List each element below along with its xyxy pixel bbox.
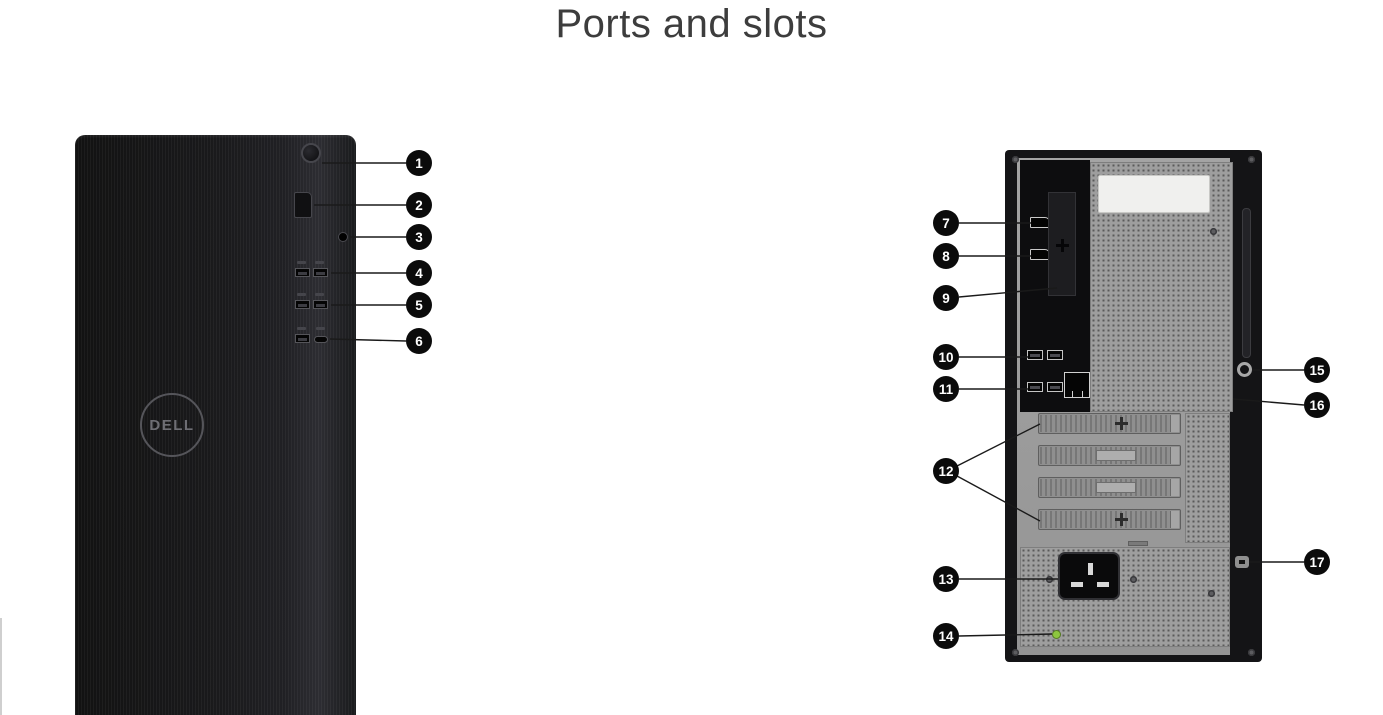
callout-4: 4 <box>406 260 432 286</box>
screw <box>1046 576 1053 583</box>
power-prong <box>1071 582 1083 587</box>
callout-15: 15 <box>1304 357 1330 383</box>
rear-usb-port-2 <box>1047 350 1063 360</box>
power-button <box>301 143 321 163</box>
slot-latch-detail <box>1128 541 1148 546</box>
dell-logo-text: DELL <box>149 416 195 434</box>
optional-port-fill-plate <box>1048 192 1076 296</box>
security-cable-slot <box>1235 556 1249 568</box>
front-usb-type-c-port <box>314 336 328 343</box>
regulatory-label <box>1098 175 1210 213</box>
front-usb-port-1 <box>295 268 310 277</box>
slot-bracket <box>1170 479 1179 496</box>
screw <box>1210 228 1217 235</box>
slot-bracket <box>1170 511 1179 528</box>
screw <box>1248 156 1255 163</box>
screw <box>1208 590 1215 597</box>
power-prong <box>1097 582 1109 587</box>
callout-12: 12 <box>933 458 959 484</box>
rear-usb-port-4 <box>1047 382 1063 392</box>
plus-cutout-icon <box>1115 417 1128 430</box>
front-tower-view: DELL <box>75 135 356 715</box>
callout-13: 13 <box>933 566 959 592</box>
slot-handle <box>1096 450 1136 461</box>
slot-handle <box>1096 482 1136 493</box>
front-usb-port-5 <box>295 334 310 343</box>
slot-bracket <box>1170 447 1179 464</box>
usb-logo-mark <box>315 261 324 264</box>
callout-17: 17 <box>1304 549 1330 575</box>
rear-io-panel <box>1020 160 1090 412</box>
screw <box>1248 649 1255 656</box>
displayport-2 <box>1030 249 1050 260</box>
slot-bracket <box>1170 415 1179 432</box>
callout-6: 6 <box>406 328 432 354</box>
front-usb-port-4 <box>313 300 328 309</box>
power-supply-diagnostic-led <box>1052 630 1061 639</box>
side-vent-grille <box>1185 413 1230 543</box>
usb-logo-mark <box>297 293 306 296</box>
dell-logo: DELL <box>140 393 204 457</box>
callout-7: 7 <box>933 210 959 236</box>
callout-2: 2 <box>406 192 432 218</box>
rear-usb-port-1 <box>1027 350 1043 360</box>
front-usb-port-2 <box>313 268 328 277</box>
screw <box>1012 156 1019 163</box>
cover-release-latch <box>1242 208 1251 358</box>
displayport-1 <box>1030 217 1050 228</box>
usb-logo-mark <box>297 261 306 264</box>
page-title: Ports and slots <box>555 2 828 46</box>
plus-cutout-icon <box>1115 513 1128 526</box>
back-tower-view <box>1005 150 1262 662</box>
screw <box>1130 576 1137 583</box>
callout-10: 10 <box>933 344 959 370</box>
usb-logo-mark <box>315 293 324 296</box>
expansion-slot-3 <box>1038 477 1181 498</box>
callout-14: 14 <box>933 623 959 649</box>
callout-11: 11 <box>933 376 959 402</box>
callout-9: 9 <box>933 285 959 311</box>
usb-logo-mark <box>316 327 325 330</box>
callout-16: 16 <box>1304 392 1330 418</box>
screw <box>1012 649 1019 656</box>
expansion-slot-2 <box>1038 445 1181 466</box>
padlock-ring <box>1237 362 1252 377</box>
headset-jack <box>338 232 348 242</box>
sd-card-reader-slot <box>294 192 312 218</box>
callout-1: 1 <box>406 150 432 176</box>
callout-8: 8 <box>933 243 959 269</box>
callout-5: 5 <box>406 292 432 318</box>
plus-cutout-icon <box>1056 239 1069 252</box>
front-usb-port-3 <box>295 300 310 309</box>
expansion-slot-4 <box>1038 509 1181 530</box>
rear-usb-port-3 <box>1027 382 1043 392</box>
power-prong <box>1088 563 1093 575</box>
ethernet-port <box>1064 372 1090 398</box>
usb-logo-mark <box>297 327 306 330</box>
power-connector-port <box>1058 552 1120 600</box>
callout-3: 3 <box>406 224 432 250</box>
page-edge-line <box>0 618 2 715</box>
expansion-slot-1 <box>1038 413 1181 434</box>
